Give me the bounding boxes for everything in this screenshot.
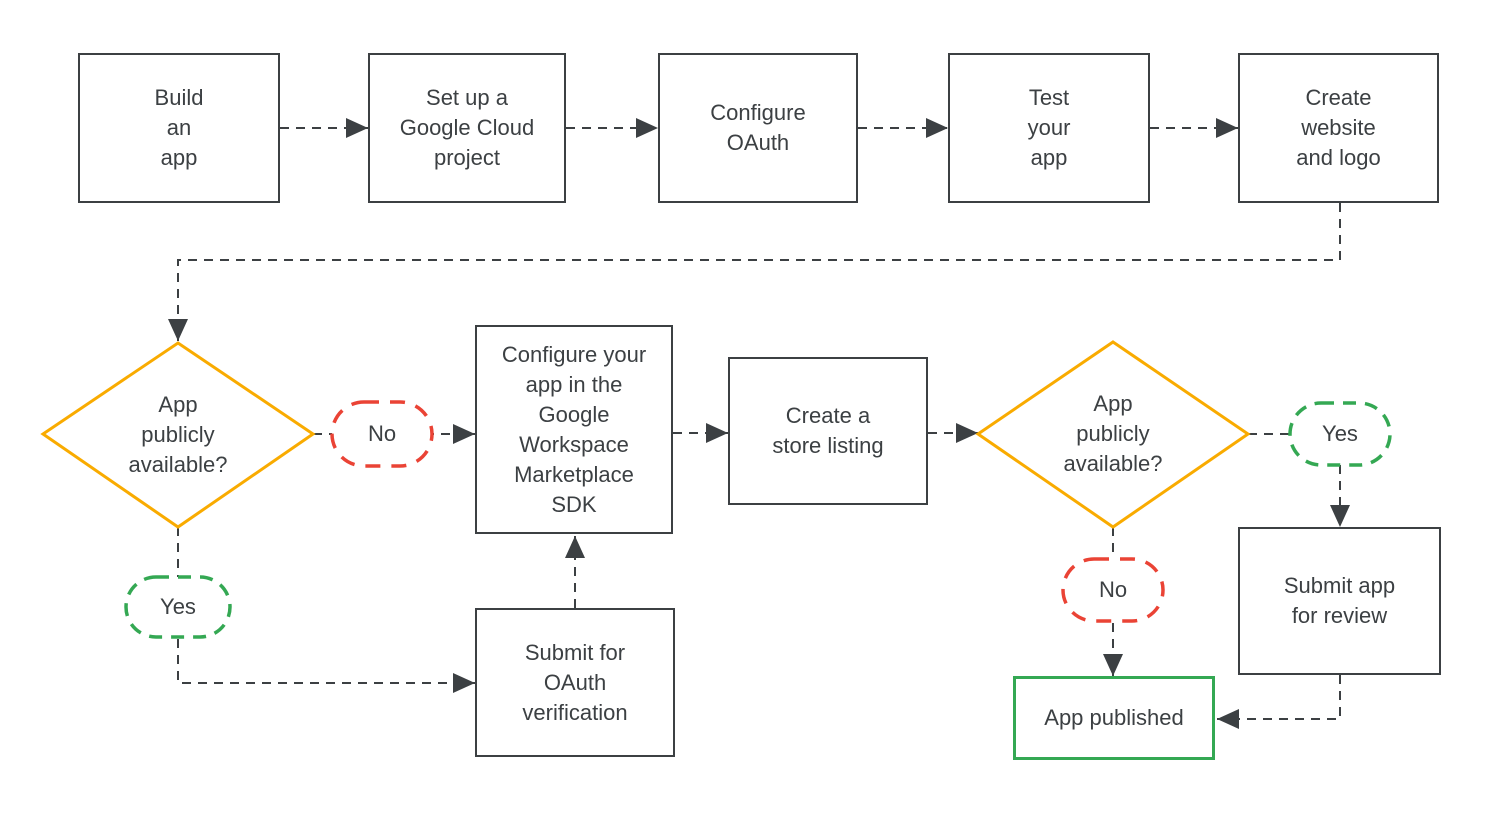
node-configure-oauth: Configure OAuth bbox=[658, 53, 858, 203]
branch-no-2-shape bbox=[1061, 557, 1165, 623]
node-app-published: App published bbox=[1013, 676, 1215, 760]
branch-no-1-label: No bbox=[367, 421, 397, 446]
node-setup-google-cloud-project: Set up a Google Cloud project bbox=[368, 53, 566, 203]
decision-1-label: App publicly available? bbox=[128, 392, 228, 477]
branch-yes-1-label: Yes bbox=[160, 594, 196, 619]
node-configure-marketplace-sdk: Configure your app in the Google Workspa… bbox=[475, 325, 673, 534]
connector-decision1-yes-to-oauth-verification bbox=[177, 527, 475, 693]
branch-yes-1-shape bbox=[124, 575, 232, 639]
branch-yes-2-shape bbox=[1288, 401, 1392, 467]
node-test-your-app: Test your app bbox=[948, 53, 1150, 203]
decision-2-label: App publicly available? bbox=[1063, 391, 1163, 476]
connector-website-to-decision1 bbox=[168, 203, 1341, 341]
node-submit-app-for-review: Submit app for review bbox=[1238, 527, 1441, 675]
branch-no-2-label: No bbox=[1098, 577, 1128, 602]
connector-review-to-published bbox=[1217, 675, 1341, 729]
node-create-store-listing: Create a store listing bbox=[728, 357, 928, 505]
decision-2-shape bbox=[975, 340, 1251, 529]
node-submit-for-oauth-verification: Submit for OAuth verification bbox=[475, 608, 675, 757]
node-build-app: Build an app bbox=[78, 53, 280, 203]
node-create-website-and-logo: Create website and logo bbox=[1238, 53, 1439, 203]
branch-yes-2-label: Yes bbox=[1322, 421, 1358, 446]
branch-no-1-shape bbox=[330, 400, 434, 468]
decision-1-shape bbox=[40, 341, 316, 529]
